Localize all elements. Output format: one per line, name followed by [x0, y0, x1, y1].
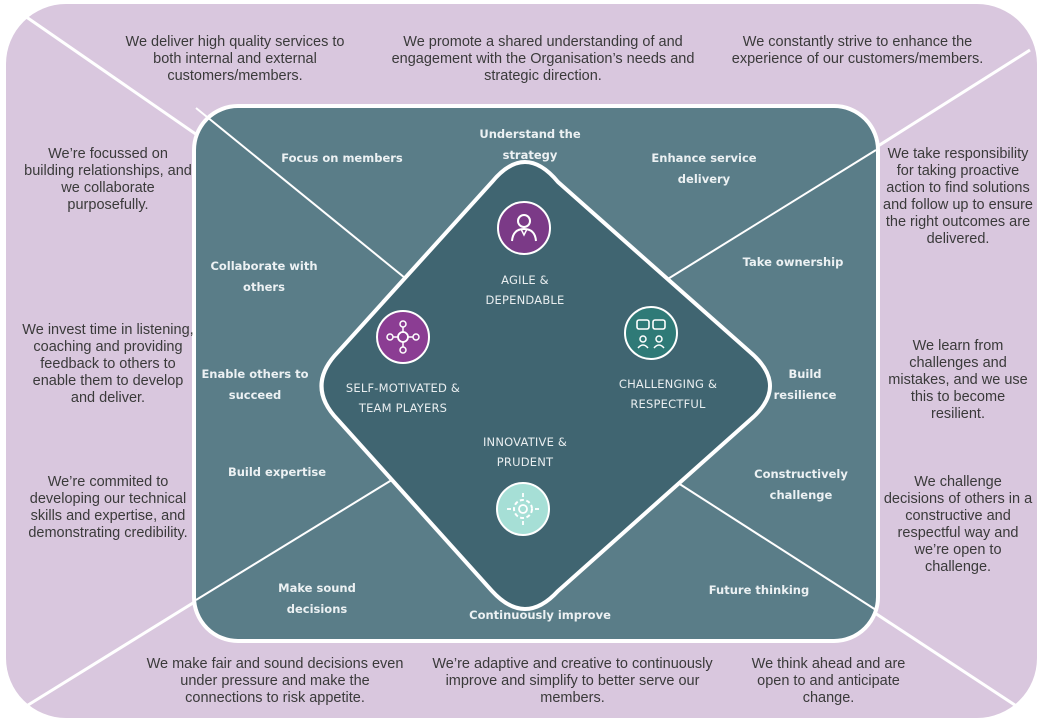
- label-future-thinking: Future thinking: [708, 583, 810, 597]
- value-challenging-respectful: CHALLENGING & RESPECTFUL: [618, 377, 718, 411]
- challenging-respectful-icon: [624, 306, 678, 360]
- outer-text-left-1: We’re focussed on building relationships…: [24, 146, 192, 213]
- label-take-ownership: Take ownership: [742, 255, 844, 269]
- inner-divider-top-left: [195, 107, 406, 279]
- person-icon: [511, 214, 537, 242]
- outer-text-top-left: We deliver high quality services to both…: [125, 34, 345, 84]
- value-innovative-prudent: INNOVATIVE & PRUDENT: [482, 435, 568, 469]
- label-focus-on-members: Focus on members: [281, 151, 403, 165]
- outer-text-top-right: We constantly strive to enhance the expe…: [731, 34, 984, 67]
- inner-divider-top-right: [649, 149, 877, 291]
- discussion-icon: [636, 319, 666, 349]
- team-network-icon: [386, 320, 420, 354]
- value-self-motivated: SELF-MOTIVATED & TEAM PLAYERS: [345, 381, 461, 415]
- label-constructively-challenge: Constructively challenge: [754, 467, 848, 502]
- inner-divider-bottom-right: [649, 464, 877, 611]
- agile-dependable-icon: [497, 201, 551, 255]
- label-continuously-improve: Continuously improve: [469, 608, 611, 622]
- label-build-expertise: Build expertise: [227, 465, 327, 479]
- outer-text-left-2: We invest time in listening, coaching an…: [22, 322, 194, 406]
- outer-text-bottom-center: We’re adaptive and creative to continuou…: [432, 656, 713, 706]
- innovative-prudent-icon: [496, 482, 550, 536]
- label-make-sound-decisions: Make sound decisions: [278, 581, 356, 616]
- label-enable-others: Enable others to succeed: [201, 367, 309, 402]
- self-motivated-icon: [376, 310, 430, 364]
- outer-text-right-3: We challenge decisions of others in a co…: [883, 474, 1033, 575]
- label-collaborate: Collaborate with others: [210, 259, 318, 294]
- outer-text-right-2: We learn from challenges and mistakes, a…: [888, 338, 1028, 422]
- outer-text-left-3: We’re commited to developing our technic…: [28, 474, 188, 541]
- outer-text-bottom-right: We think ahead and are open to and antic…: [751, 656, 906, 706]
- value-agile-dependable: AGILE & DEPENDABLE: [485, 273, 565, 307]
- gear-idea-icon: [507, 493, 539, 525]
- outer-text-bottom-left: We make fair and sound decisions even un…: [146, 656, 404, 706]
- center-diamond: [319, 160, 772, 611]
- inner-divider-bottom-left: [195, 477, 396, 601]
- label-build-resilience: Build resilience: [773, 367, 837, 402]
- label-enhance-service: Enhance service delivery: [651, 151, 757, 186]
- outer-text-top-center: We promote a shared understanding of and…: [391, 34, 695, 84]
- outer-text-right-1: We take responsibility for taking proact…: [883, 146, 1033, 247]
- label-understand-strategy: Understand the strategy: [479, 127, 581, 162]
